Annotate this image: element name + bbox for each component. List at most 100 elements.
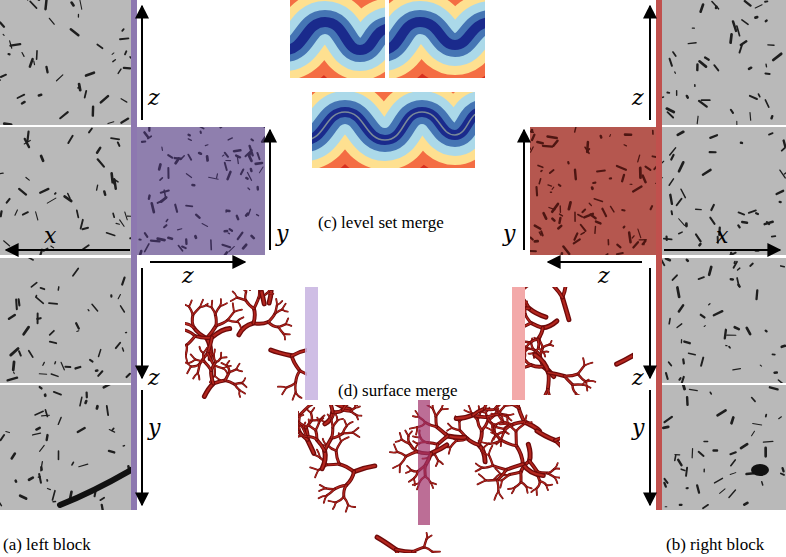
speck bbox=[257, 153, 259, 159]
speck bbox=[221, 127, 227, 128]
vessel bbox=[189, 307, 193, 315]
vessel bbox=[438, 461, 443, 465]
speck bbox=[544, 213, 547, 218]
vessel bbox=[198, 373, 200, 380]
panel-caption: (c) level set merge bbox=[318, 214, 444, 233]
vessel bbox=[510, 472, 521, 475]
vessel bbox=[186, 345, 187, 355]
vessel-highlight bbox=[296, 393, 302, 398]
vessel bbox=[271, 350, 292, 356]
speck bbox=[161, 147, 163, 150]
vessel-highlight bbox=[185, 304, 189, 307]
speck bbox=[755, 16, 757, 19]
axis-label: z bbox=[632, 366, 644, 390]
vessel bbox=[353, 428, 359, 433]
vessel bbox=[377, 537, 396, 549]
speck bbox=[696, 209, 702, 211]
vessel bbox=[543, 321, 557, 328]
speck bbox=[47, 198, 56, 203]
speck bbox=[108, 122, 114, 124]
speck bbox=[680, 504, 682, 506]
speck bbox=[530, 148, 531, 149]
speck bbox=[699, 452, 704, 456]
vessel-highlight bbox=[540, 481, 546, 485]
vessel bbox=[317, 440, 325, 451]
vessel-highlight bbox=[191, 354, 196, 359]
vessel bbox=[327, 489, 335, 496]
speck bbox=[733, 21, 736, 30]
vessel bbox=[512, 488, 515, 494]
vessel bbox=[406, 452, 417, 457]
speck bbox=[610, 177, 611, 179]
vessel bbox=[479, 474, 486, 480]
vessel-highlight bbox=[336, 451, 339, 465]
speck bbox=[127, 374, 130, 377]
vessel bbox=[227, 366, 229, 373]
speck bbox=[535, 240, 538, 243]
speck bbox=[575, 127, 577, 132]
vessel bbox=[416, 427, 417, 435]
speck bbox=[596, 222, 600, 224]
speck bbox=[72, 3, 74, 6]
speck bbox=[679, 378, 680, 380]
vessel bbox=[536, 339, 540, 348]
vessel bbox=[555, 438, 560, 441]
vessel-highlight bbox=[551, 287, 562, 297]
figure-shape bbox=[662, 132, 786, 255]
vessel bbox=[529, 308, 546, 317]
speck bbox=[209, 177, 219, 179]
vessel bbox=[578, 366, 584, 374]
speck bbox=[574, 212, 576, 221]
vessel bbox=[235, 383, 242, 384]
speck bbox=[40, 189, 48, 193]
vessel bbox=[535, 355, 548, 373]
panel-caption: (a) left block bbox=[3, 536, 91, 555]
speck bbox=[230, 229, 232, 231]
vessel-highlight bbox=[261, 290, 264, 304]
speck bbox=[720, 489, 725, 494]
speck bbox=[241, 169, 243, 174]
figure-shape bbox=[0, 0, 131, 125]
speck bbox=[139, 239, 140, 241]
speck bbox=[221, 252, 227, 255]
speck bbox=[731, 460, 735, 466]
speck bbox=[730, 452, 735, 454]
vessel bbox=[343, 405, 348, 410]
vessel bbox=[214, 365, 223, 368]
vessel bbox=[225, 372, 229, 380]
vessel-highlight bbox=[512, 488, 515, 494]
vessel bbox=[497, 480, 498, 491]
vessel bbox=[527, 487, 532, 489]
speck bbox=[749, 68, 751, 69]
speck bbox=[623, 225, 626, 228]
vessel-highlight bbox=[333, 503, 336, 509]
vessel bbox=[498, 491, 502, 498]
speck bbox=[752, 431, 755, 435]
speck bbox=[662, 97, 664, 99]
image-slice bbox=[527, 123, 663, 260]
vessel bbox=[233, 303, 234, 312]
speck bbox=[33, 433, 41, 435]
vessel bbox=[487, 413, 498, 417]
vessel bbox=[311, 413, 312, 421]
speck bbox=[730, 473, 736, 475]
speck bbox=[749, 210, 756, 212]
speck bbox=[168, 236, 172, 240]
vessel bbox=[406, 470, 411, 473]
vessel-highlight bbox=[295, 383, 296, 393]
vessel-highlight bbox=[185, 323, 194, 328]
vessel-highlight bbox=[479, 441, 489, 444]
speck bbox=[110, 295, 112, 296]
vessel-highlight bbox=[441, 405, 443, 409]
vessel bbox=[306, 437, 317, 440]
speck bbox=[633, 242, 638, 247]
overlap-strip bbox=[305, 287, 318, 400]
vessel-highlight bbox=[198, 364, 200, 373]
vessel bbox=[578, 374, 586, 382]
speck bbox=[622, 175, 624, 181]
speck bbox=[560, 252, 563, 255]
vessel bbox=[473, 409, 484, 416]
speck bbox=[164, 225, 166, 227]
speck bbox=[671, 155, 673, 160]
speck bbox=[248, 188, 250, 190]
